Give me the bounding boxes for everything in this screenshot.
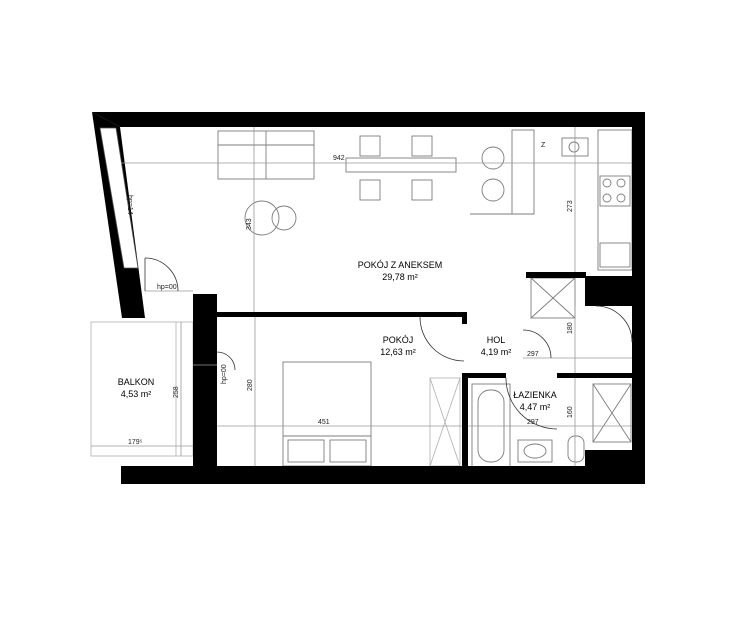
doors [144,257,633,430]
threshold-labels: hp=14 hp=00 hp=00 Z [126,142,546,384]
walls [92,112,645,484]
dining-table [345,135,457,201]
room-labels: POKÓJ Z ANEKSEM 29,78 m² POKÓJ 12,63 m² … [118,260,557,412]
furniture [90,129,633,469]
room-name-hall: HOL [487,335,506,345]
coffee-table [244,200,297,236]
hall-wardrobe [530,277,576,319]
kitchen-z-mark: Z [541,142,546,149]
dim-343: 343 [246,218,253,230]
room-name-bedroom: POKÓJ [383,335,414,345]
bedroom-wardrobe [429,377,461,467]
room-name-balcony: BALKON [118,377,155,387]
threshold-bedroom-door: hp=00 [221,364,228,384]
room-area-hall: 4,19 m² [481,347,512,357]
room-name-bathroom: ŁAZIENKA [513,390,557,400]
room-area-living: 29,78 m² [382,272,418,282]
room-name-living: POKÓJ Z ANEKSEM [358,260,443,270]
room-area-bedroom: 12,63 m² [380,347,416,357]
dimension-labels: 942 343 273 180 297 297 160 280 451 258 … [128,155,574,446]
room-area-balcony: 4,53 m² [121,389,152,399]
threshold-window: hp=14 [126,195,133,215]
room-area-bathroom: 4,47 m² [520,402,551,412]
kitchen-cabinets [561,129,633,271]
dim-160: 160 [567,406,574,418]
dim-942: 942 [333,155,345,162]
dim-280: 280 [247,379,254,391]
dim-297-hall: 297 [527,351,539,358]
dimension-lines [91,127,632,466]
kitchen-counter [470,129,535,215]
bathroom-fixtures [517,383,632,463]
dim-297-bath: 297 [527,419,539,426]
dim-258: 258 [173,386,180,398]
bed [282,361,372,467]
dim-179: 179⁵ [128,439,143,446]
dim-180: 180 [567,322,574,334]
dim-273: 273 [567,200,574,212]
dim-451: 451 [318,419,330,426]
sofa [217,130,315,180]
threshold-balcony-door: hp=00 [157,284,177,291]
